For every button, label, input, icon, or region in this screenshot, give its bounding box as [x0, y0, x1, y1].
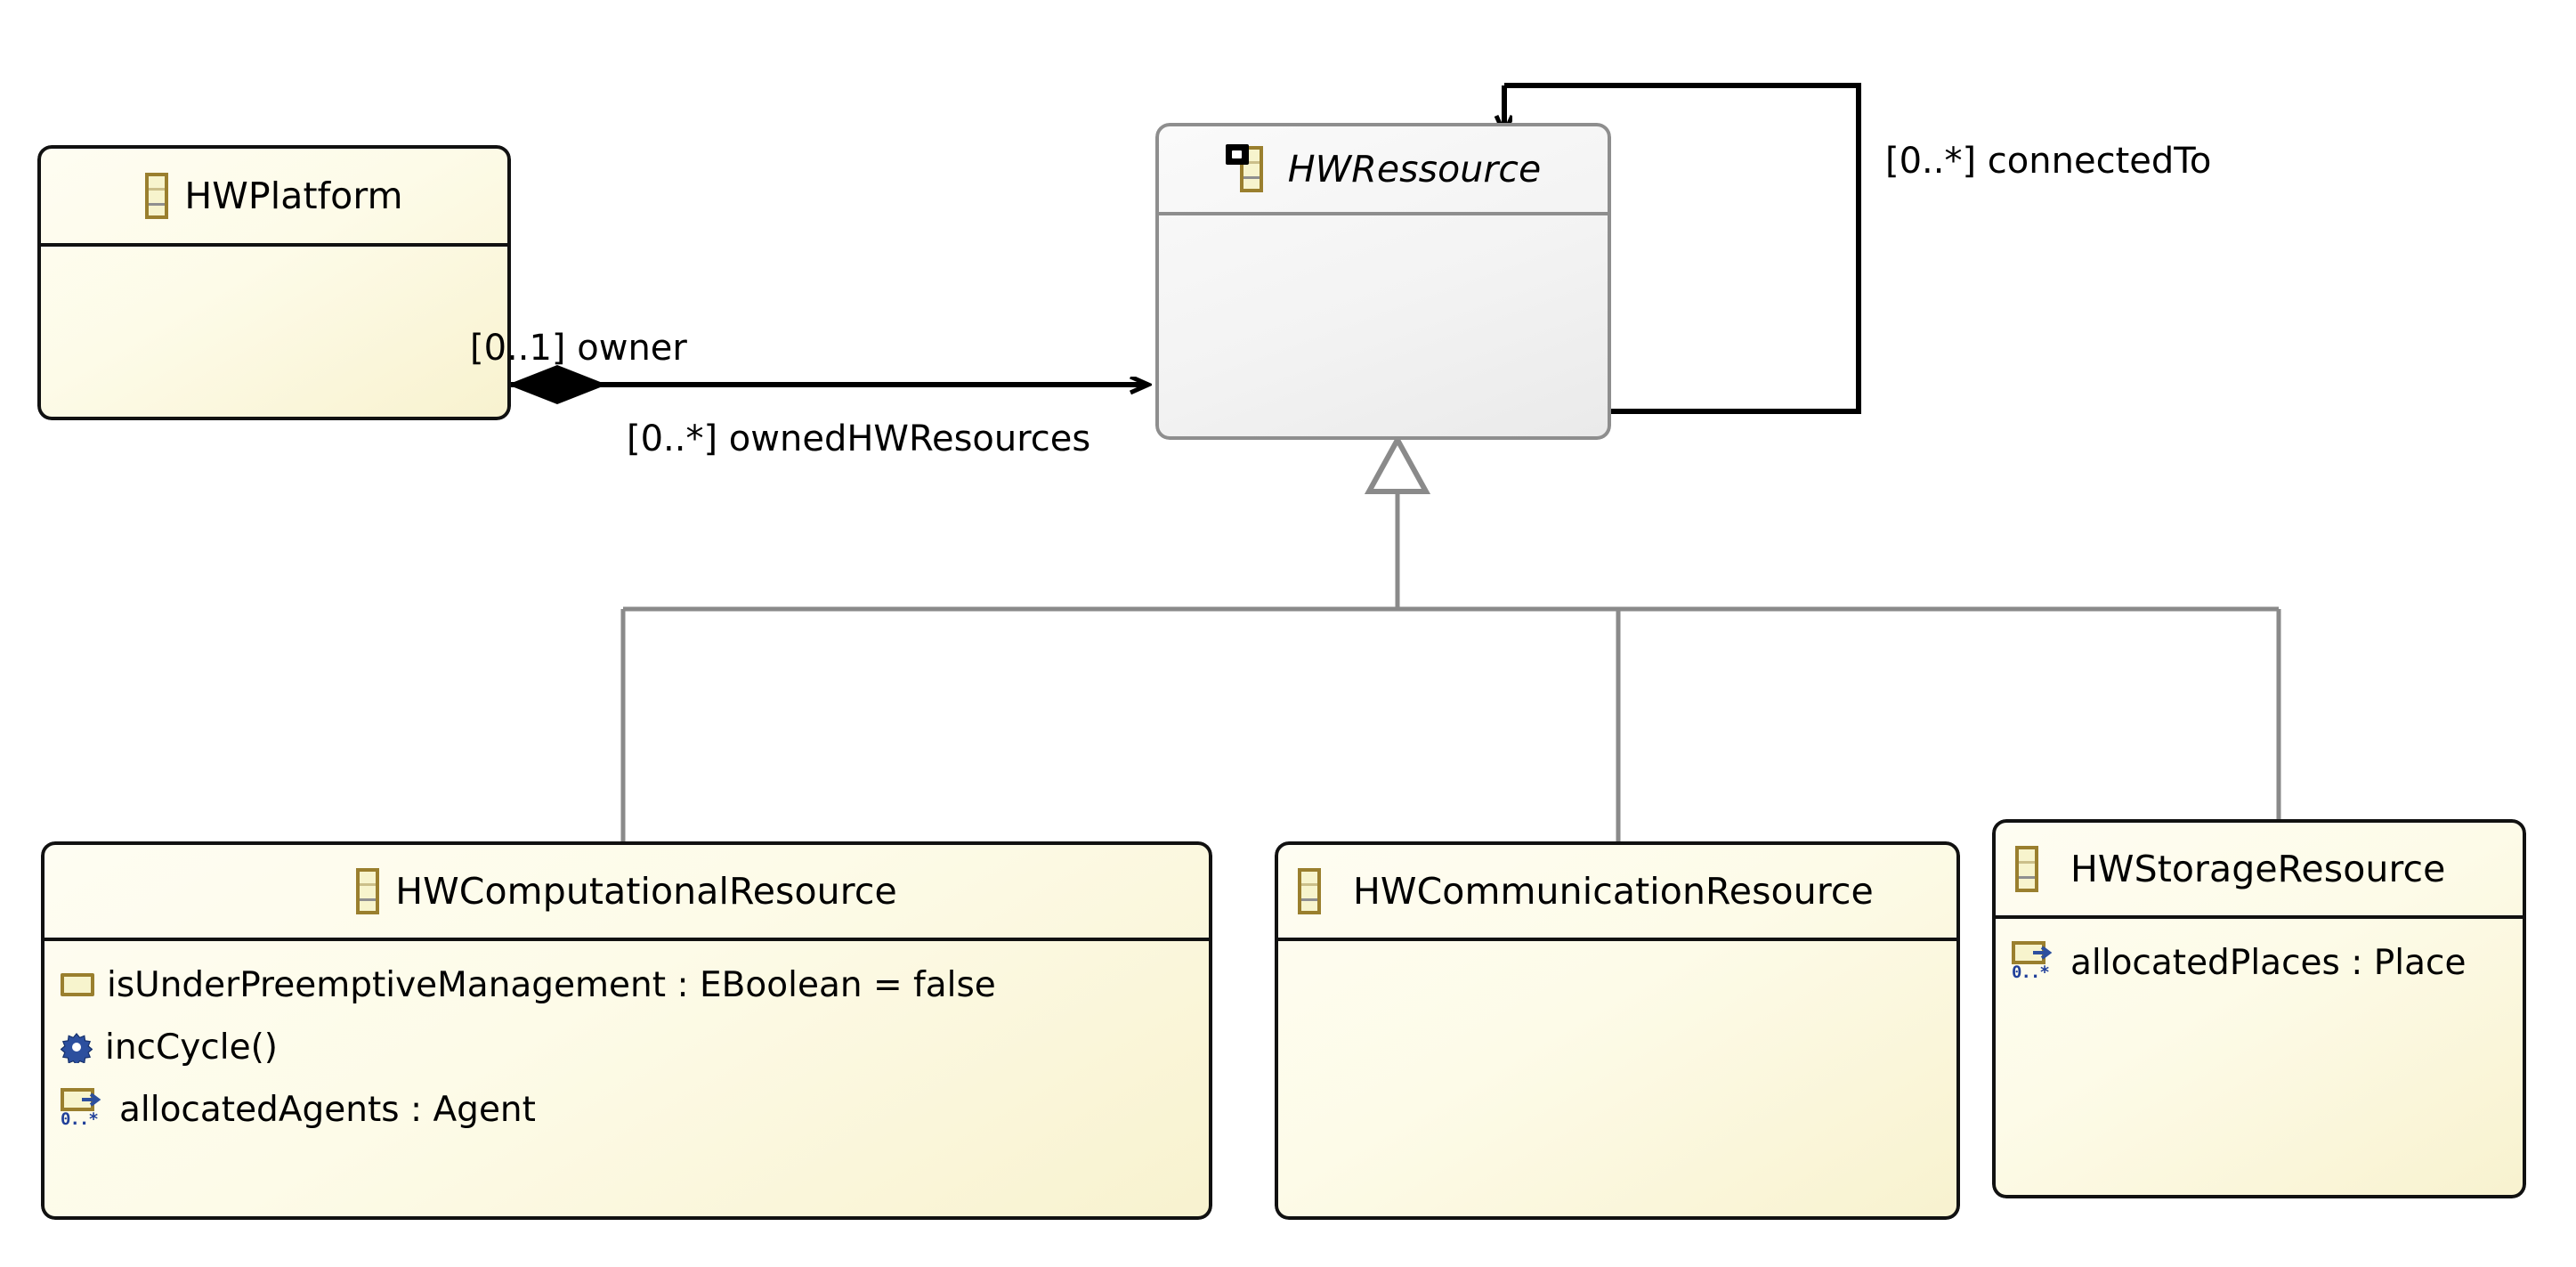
- members-compartment: [1159, 215, 1608, 436]
- class-title-bar: HWStorageResource: [1996, 823, 2523, 919]
- class-title-bar: HWCommunicationResource: [1278, 845, 1956, 941]
- class-box-hwressource[interactable]: HWRessource: [1155, 123, 1611, 440]
- class-name: HWStorageResource: [2070, 848, 2446, 890]
- class-title-bar: HWRessource: [1159, 126, 1608, 215]
- class-name: HWComputationalResource: [395, 870, 897, 913]
- member-row[interactable]: 0..* allocatedAgents : Agent: [61, 1078, 1209, 1141]
- members-compartment: [1278, 941, 1956, 1216]
- self-association-label: [0..*] connectedTo: [1885, 141, 2212, 182]
- composition-target-label: [0..*] ownedHWResources: [627, 418, 1091, 459]
- class-box-hwplatform[interactable]: HWPlatform: [37, 145, 511, 420]
- member-label: allocatedPlaces : Place: [2070, 942, 2467, 983]
- composition-diamond: [507, 365, 607, 404]
- generalization-triangle: [1364, 434, 1431, 494]
- members-compartment: isUnderPreemptiveManagement : EBoolean =…: [45, 941, 1209, 1216]
- operation-icon: [61, 1031, 93, 1063]
- class-box-hwstorageresource[interactable]: HWStorageResource 0..* allocatedPlaces :…: [1992, 819, 2526, 1198]
- multiplicity-label: 0..*: [2012, 962, 2050, 982]
- reference-icon: 0..*: [2012, 939, 2058, 986]
- class-icon: [145, 173, 169, 219]
- member-row[interactable]: incCycle(): [61, 1016, 1209, 1078]
- members-compartment: 0..* allocatedPlaces : Place: [1996, 919, 2523, 1195]
- abstract-marker-icon: [1225, 144, 1249, 165]
- composition-source-label: [0..1] owner: [470, 328, 687, 369]
- class-icon: [356, 868, 380, 914]
- member-label: incCycle(): [105, 1027, 279, 1068]
- attribute-icon: [61, 973, 94, 996]
- class-name: HWRessource: [1287, 148, 1542, 191]
- class-box-hwcommunicationresource[interactable]: HWCommunicationResource: [1275, 841, 1960, 1220]
- class-title-bar: HWComputationalResource: [45, 845, 1209, 941]
- member-label: isUnderPreemptiveManagement : EBoolean =…: [107, 964, 996, 1005]
- reference-icon: 0..*: [61, 1086, 107, 1133]
- multiplicity-label: 0..*: [61, 1109, 99, 1129]
- class-name: HWCommunicationResource: [1353, 870, 1874, 913]
- member-label: allocatedAgents : Agent: [119, 1089, 536, 1130]
- class-icon: [2015, 846, 2038, 892]
- class-name: HWPlatform: [184, 175, 403, 217]
- composition-edge[interactable]: [507, 365, 1148, 404]
- class-title-bar: HWPlatform: [41, 149, 507, 247]
- class-icon: [1298, 868, 1321, 914]
- generalization-tree: [620, 434, 2281, 841]
- member-row[interactable]: 0..* allocatedPlaces : Place: [2012, 931, 2523, 994]
- members-compartment: [41, 247, 507, 417]
- class-box-hwcomputationalresource[interactable]: HWComputationalResource isUnderPreemptiv…: [41, 841, 1212, 1220]
- abstract-class-icon: [1225, 144, 1272, 194]
- member-row[interactable]: isUnderPreemptiveManagement : EBoolean =…: [61, 954, 1209, 1016]
